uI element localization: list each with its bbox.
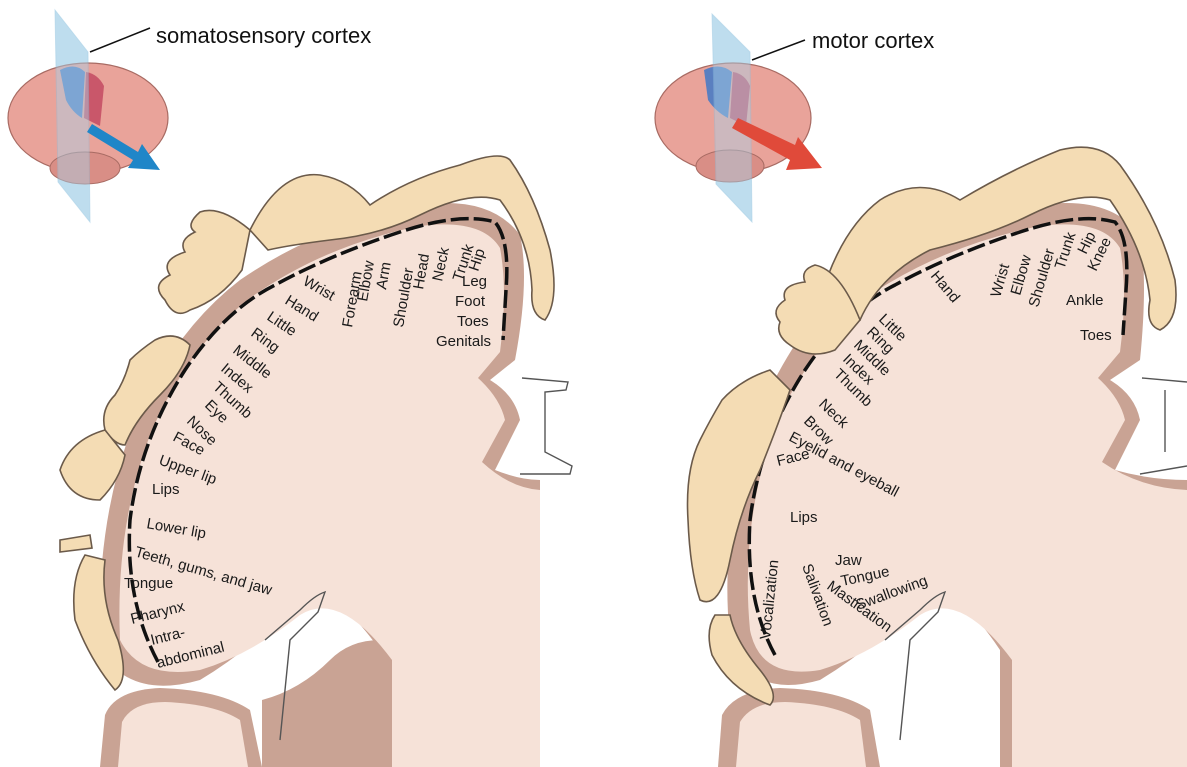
motor-plane-front xyxy=(712,14,752,222)
somatosensory-panel: Genitals Toes Foot Leg Hip Trunk Neck He… xyxy=(8,10,572,767)
somatosensory-pointer-line xyxy=(90,28,150,52)
lower-gyrus-shape xyxy=(262,640,380,767)
motor-central-sulcus-hatch xyxy=(1140,378,1187,474)
motor-panel: Toes Ankle Knee Hip Trunk Shoulder Elbow… xyxy=(655,14,1187,767)
motor-label-toes: Toes xyxy=(1080,327,1112,344)
motor-label-ankle: Ankle xyxy=(1066,292,1104,309)
motor-pointer-line xyxy=(752,40,805,60)
motor-label-lips: Lips xyxy=(790,509,818,526)
central-sulcus-hatch xyxy=(520,378,572,474)
somatosensory-title: somatosensory cortex xyxy=(156,23,371,48)
sensory-jaw-shape xyxy=(60,535,92,552)
plane-front xyxy=(55,10,90,222)
label-tongue: Tongue xyxy=(124,575,173,592)
label-genitals: Genitals xyxy=(436,333,491,350)
label-lips: Lips xyxy=(152,481,180,498)
brain-with-coronal-plane-icon xyxy=(655,14,822,222)
motor-title: motor cortex xyxy=(812,28,934,53)
motor-label-jaw: Jaw xyxy=(835,552,862,569)
label-foot: Foot xyxy=(455,293,486,310)
label-toes: Toes xyxy=(457,313,489,330)
brain-with-coronal-plane-icon xyxy=(8,10,168,222)
